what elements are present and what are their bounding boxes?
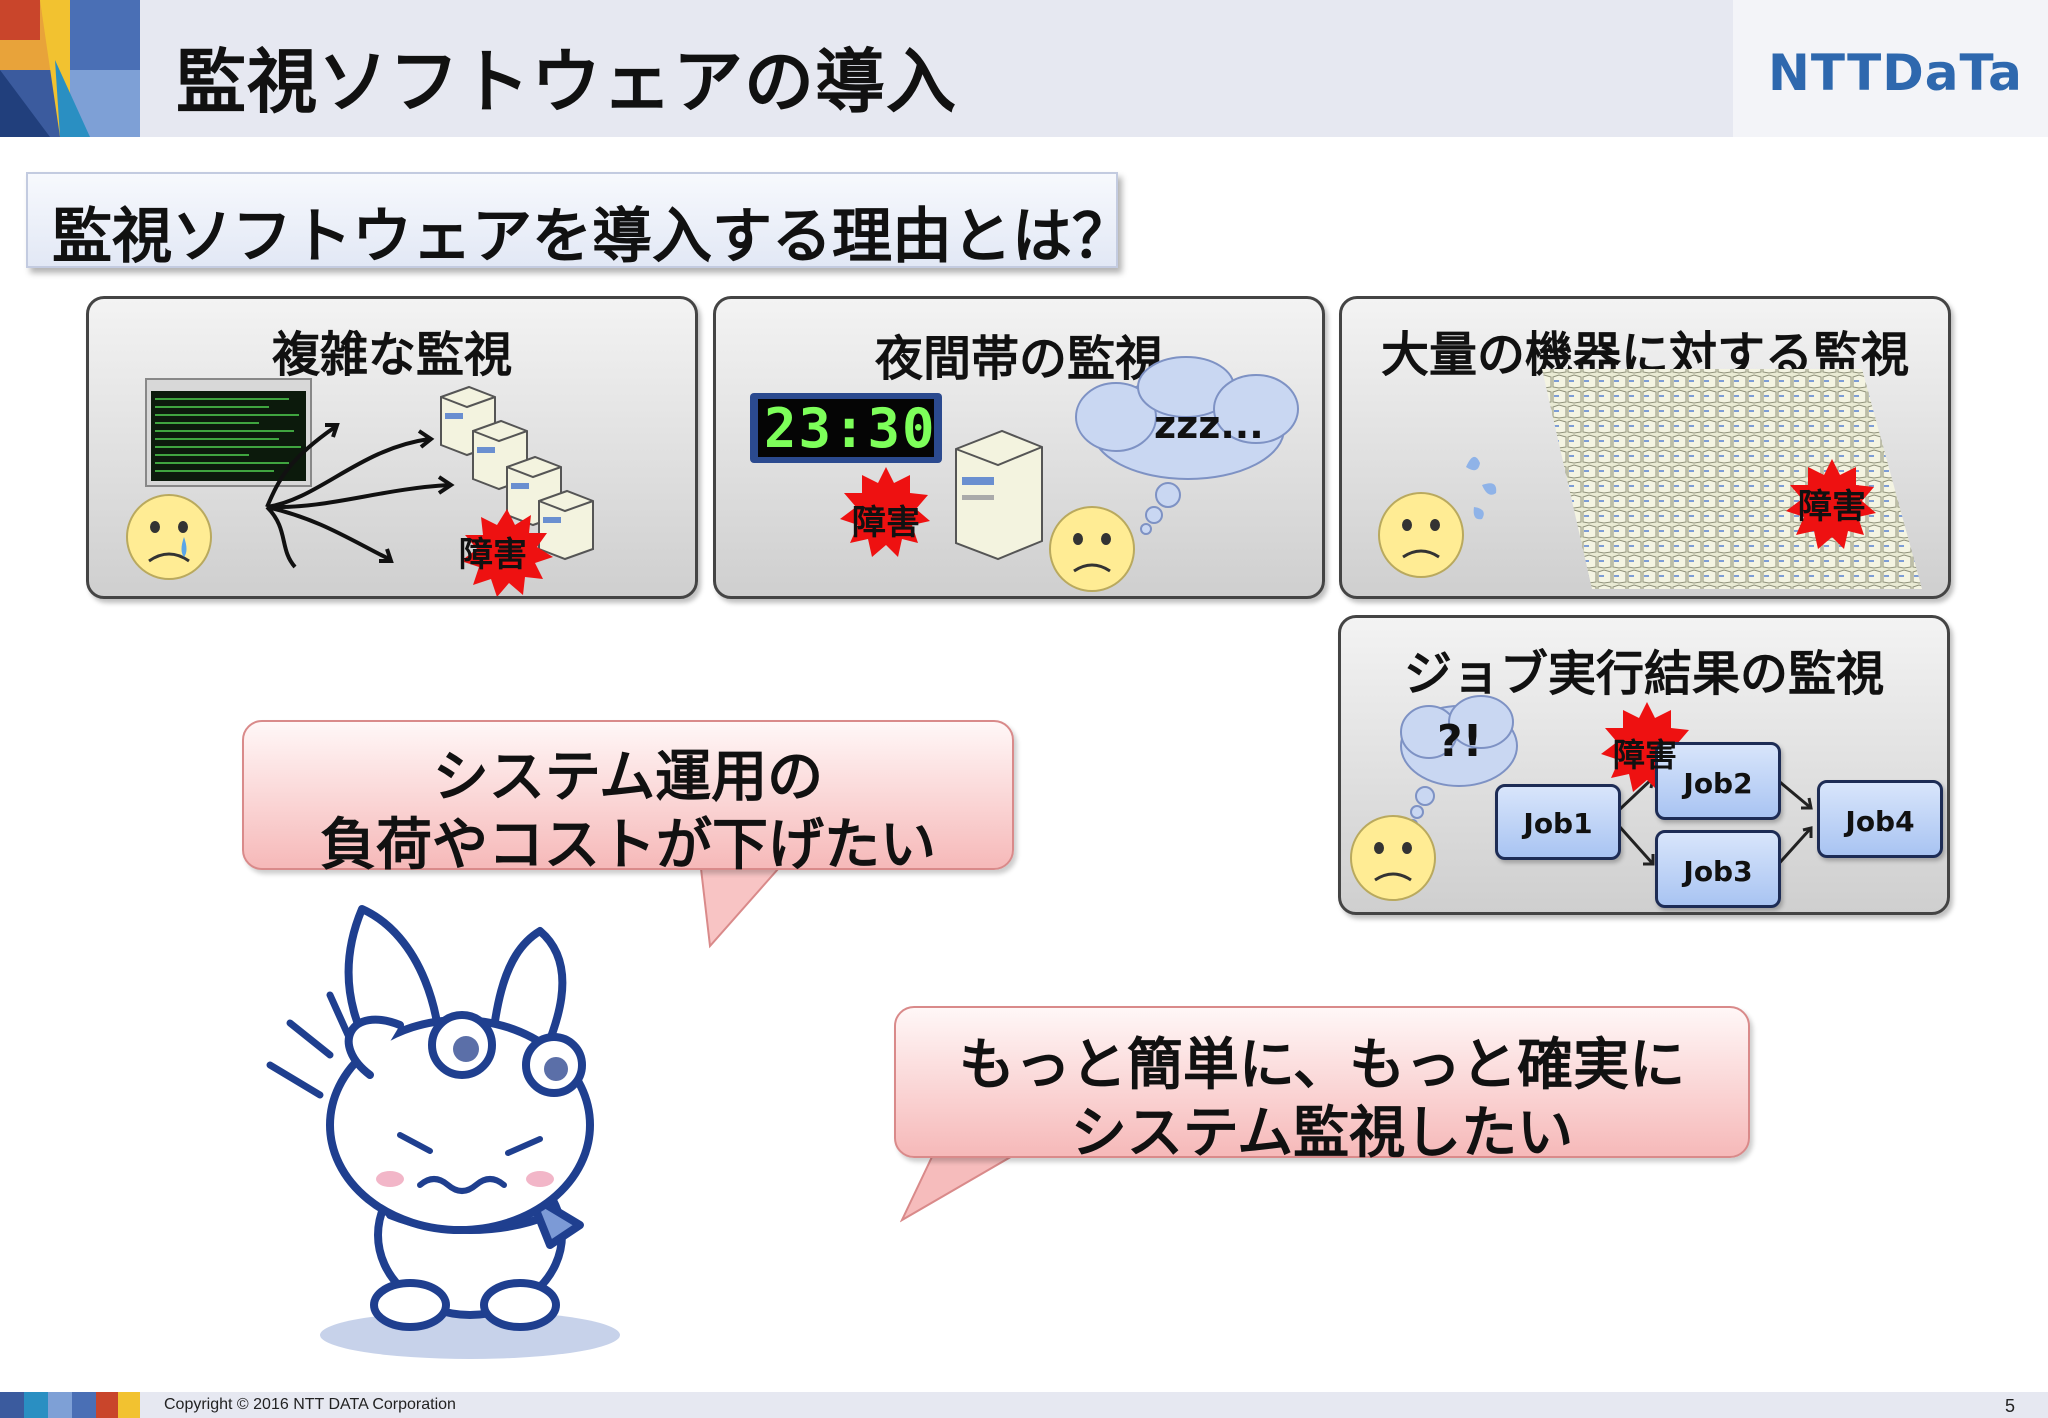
panel-title: 夜間帯の監視 <box>874 331 1163 387</box>
clock-time: 23:30 <box>764 397 937 460</box>
corner-mosaic-graphic <box>0 0 140 137</box>
job2-box: Job2 <box>1655 742 1781 820</box>
bubble-line-1: システム運用の <box>432 745 824 810</box>
bubble-cost-tail <box>698 860 788 949</box>
header-logo-area <box>1733 0 2048 137</box>
snore-text: zzz... <box>1154 403 1264 447</box>
bubble-easy-monitoring: もっと簡単に、もっと確実に システム監視したい <box>894 1006 1750 1166</box>
night-monitoring-illustration <box>750 356 1299 592</box>
bubble-line-2: システム監視したい <box>1070 1101 1574 1166</box>
bubble-cost-reduction: システム運用の 負荷やコストが下げたい <box>242 720 1014 878</box>
failure-burst-icon <box>461 509 553 596</box>
page-number: 5 <box>2005 1396 2016 1416</box>
sad-face-icon <box>1350 815 1436 901</box>
panel-title: ジョブ実行結果の監視 <box>1403 646 1884 702</box>
thought-cloud-icon <box>1400 695 1518 829</box>
copyright-text: Copyright © 2016 NTT DATA Corporation <box>164 1396 456 1413</box>
job3-label: Job3 <box>1683 855 1753 888</box>
panel-mass-device-monitoring: 大量の機器に対する監視 障害 <box>1339 296 1951 599</box>
section-heading-box: 監視ソフトウェアを導入する理由とは？ <box>26 172 1132 272</box>
job4-box: Job4 <box>1817 780 1943 858</box>
panel-title: 複雑な監視 <box>271 327 512 383</box>
thought-cloud-icon <box>1075 356 1299 535</box>
thought-text: ?! <box>1437 716 1483 767</box>
panel-job-result-monitoring: ジョブ実行結果の監視 Job1 Job2 <box>1338 615 1950 915</box>
job1-box: Job1 <box>1495 784 1621 860</box>
panel-night-monitoring: 夜間帯の監視 <box>713 296 1325 599</box>
failure-burst-icon <box>840 467 930 557</box>
footer-color-strip <box>0 1392 140 1418</box>
bubble-line-2: 負荷やコストが下げたい <box>320 813 936 878</box>
failure-label: 障害 <box>1613 736 1678 774</box>
crying-face-icon <box>126 494 212 580</box>
job1-label: Job1 <box>1523 807 1593 840</box>
section-heading: 監視ソフトウェアを導入する理由とは？ <box>52 202 1132 272</box>
complex-monitoring-illustration <box>126 378 594 596</box>
server-icon <box>955 429 1043 561</box>
sad-face-icon <box>1049 506 1135 592</box>
job-flow-illustration <box>1350 695 1813 901</box>
failure-label: 障害 <box>459 535 527 575</box>
digital-clock-icon <box>750 393 942 463</box>
failure-label: 障害 <box>1798 487 1866 527</box>
header-bar <box>0 0 2048 137</box>
rabbit-mascot-illustration <box>266 905 620 1359</box>
terminal-screen-icon <box>145 378 312 487</box>
job4-label: Job4 <box>1845 805 1915 838</box>
ntt-data-logo: NTTDaTa <box>1768 44 2023 102</box>
failure-label: 障害 <box>852 503 920 543</box>
footer-bar <box>0 1392 2048 1418</box>
bubble-easy-tail <box>900 1140 1042 1223</box>
mass-device-illustration <box>1378 369 1922 589</box>
page-title: 監視ソフトウェアの導入 <box>176 41 957 123</box>
panel-complex-monitoring: 複雑な監視 <box>86 296 698 599</box>
sweat-drops-icon <box>1466 456 1497 520</box>
bubble-line-1: もっと簡単に、もっと確実に <box>958 1033 1686 1098</box>
sad-face-icon <box>1378 492 1464 578</box>
server-stack-icon <box>440 385 594 561</box>
failure-burst-icon <box>1786 459 1876 549</box>
job3-box: Job3 <box>1655 830 1781 908</box>
mascot-eyes <box>428 1011 586 1097</box>
tangled-arrows <box>265 423 455 569</box>
job2-label: Job2 <box>1683 767 1753 800</box>
